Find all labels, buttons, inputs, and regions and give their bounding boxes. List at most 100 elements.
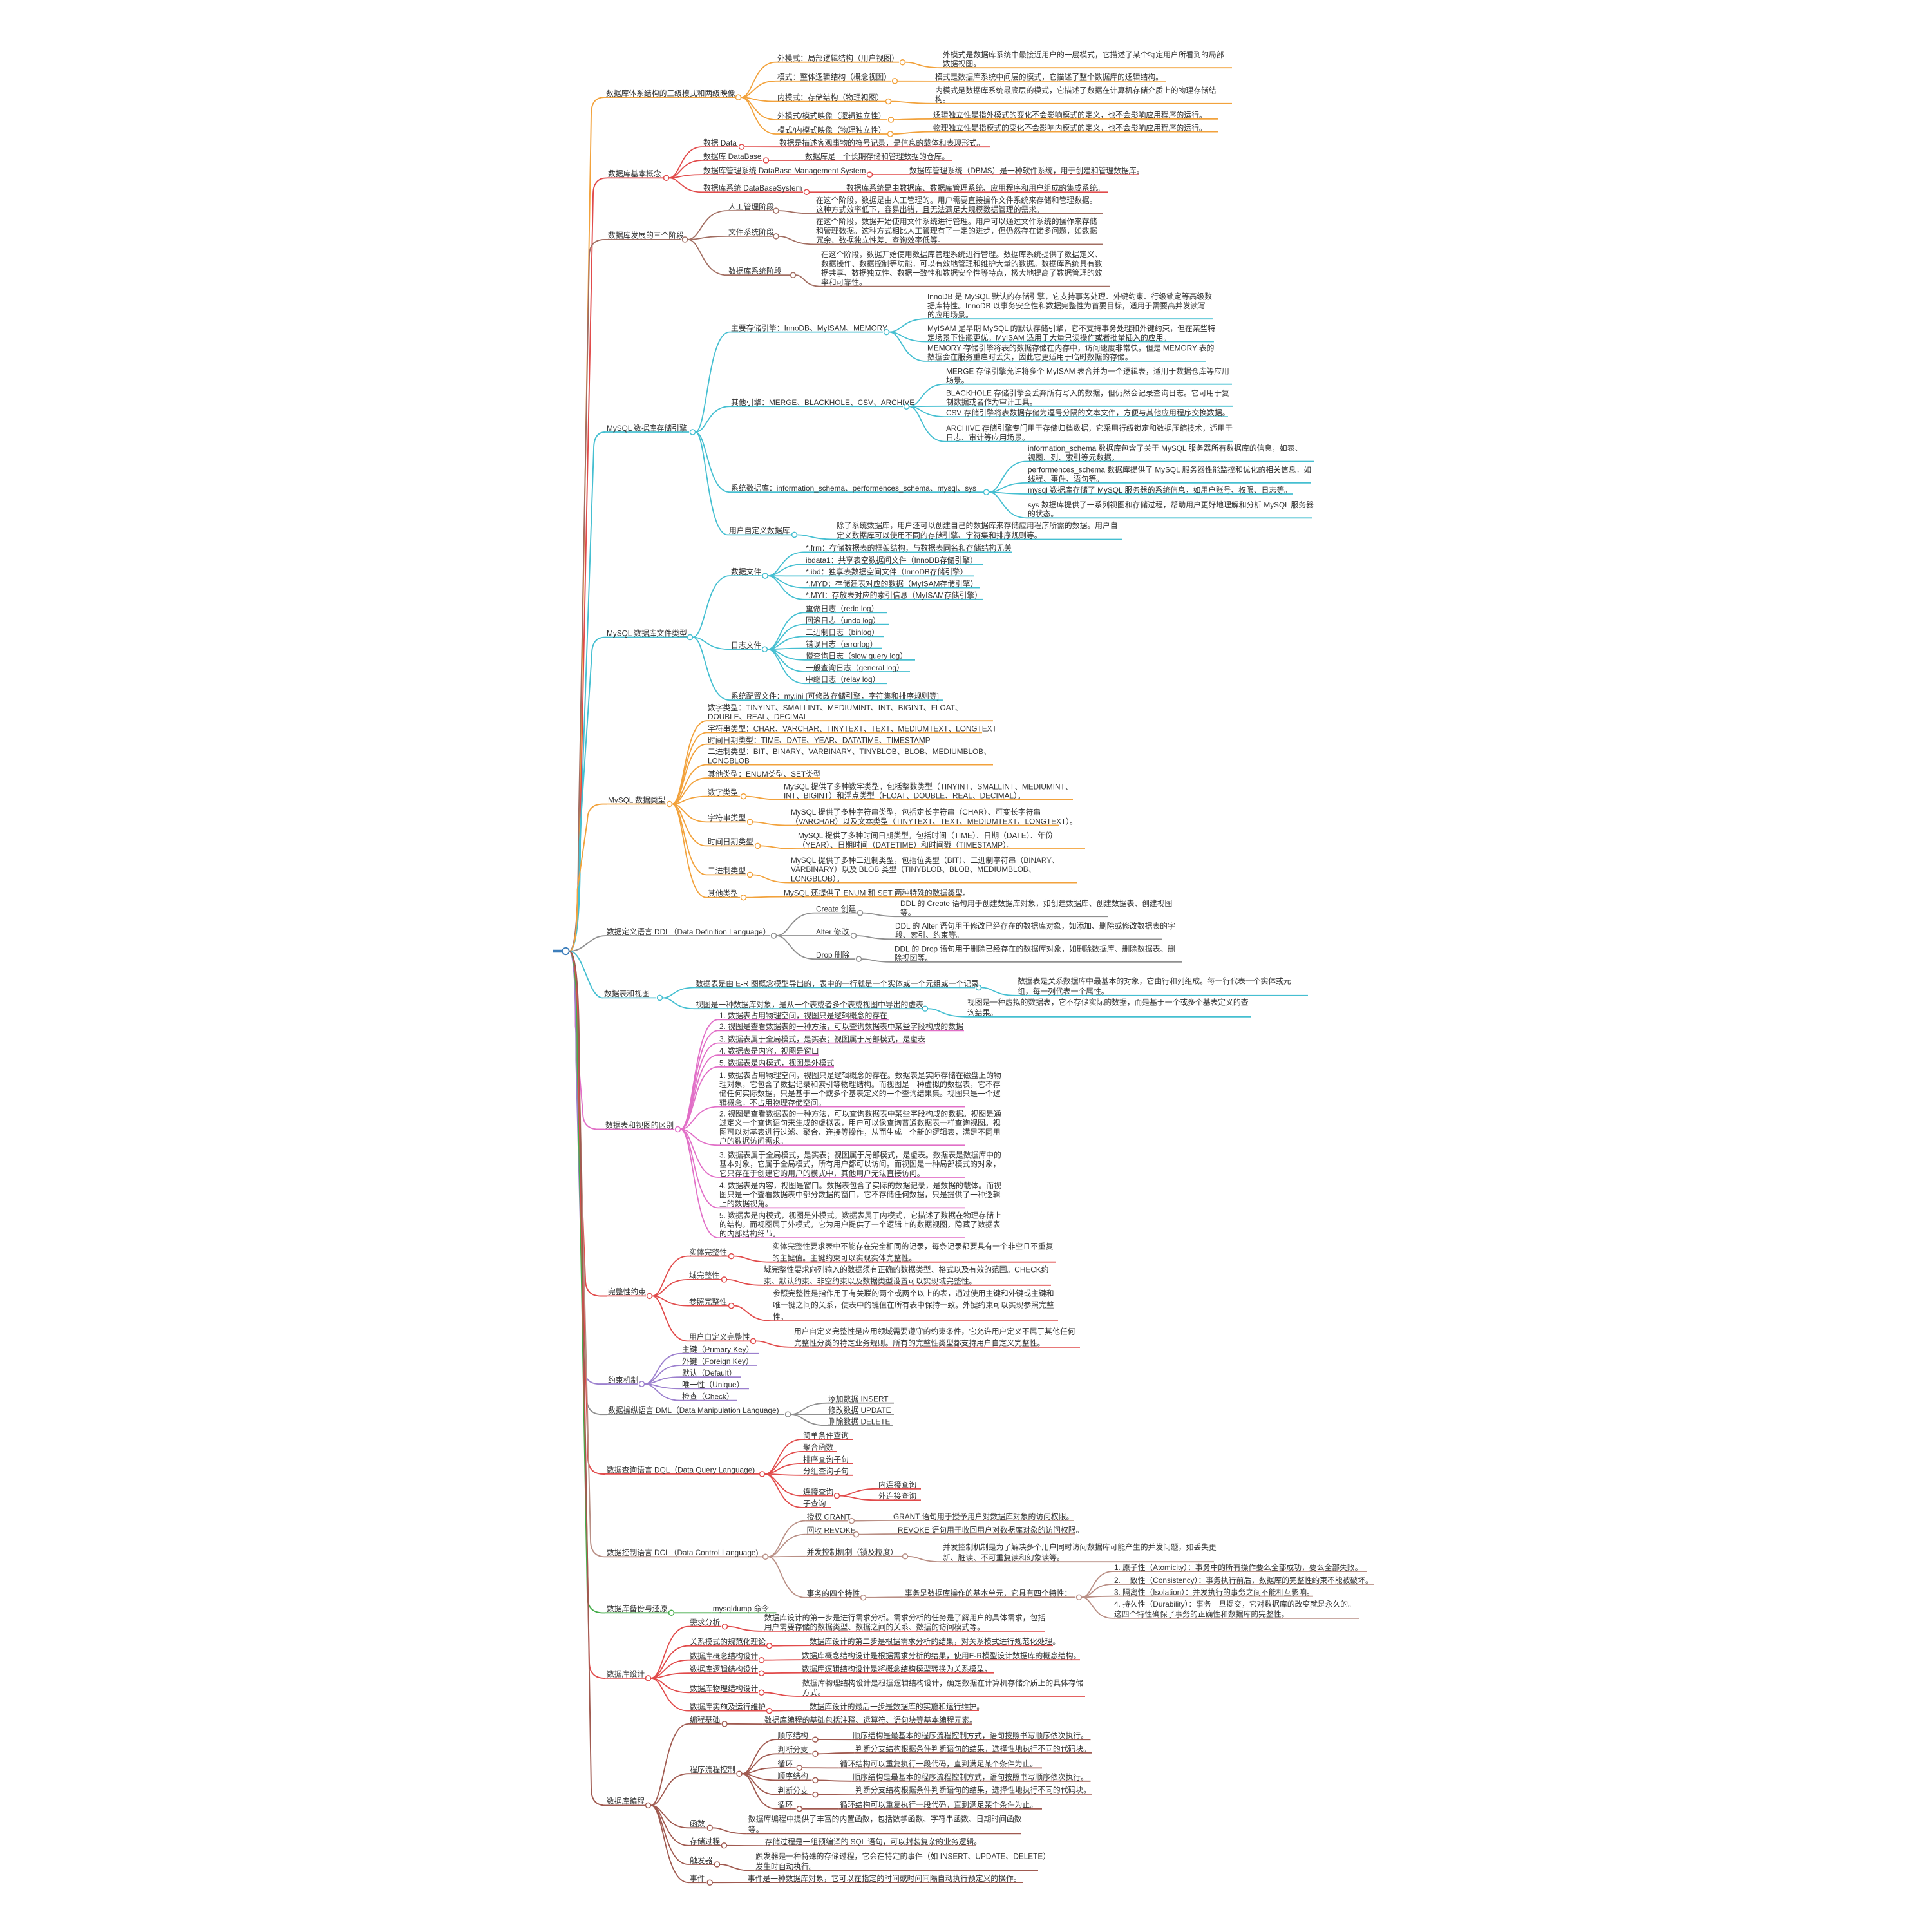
svg-text:*.frm：存储数据表的框架结构，与数据表同名和存储结构无关: *.frm：存储数据表的框架结构，与数据表同名和存储结构无关 xyxy=(806,544,1012,553)
svg-text:MySQL 提供了多种字符串类型，包括定长字符串（CHAR）: MySQL 提供了多种字符串类型，包括定长字符串（CHAR）、可变长字符串 xyxy=(791,808,1041,817)
svg-text:性。: 性。 xyxy=(773,1312,788,1321)
svg-text:域完整性: 域完整性 xyxy=(689,1271,719,1280)
svg-text:段、索引、约束等。: 段、索引、约束等。 xyxy=(895,931,963,940)
svg-text:逻辑独立性是指外模式的变化不会影响模式的定义，也不会影响应用: 逻辑独立性是指外模式的变化不会影响模式的定义，也不会影响应用程序的运行。 xyxy=(933,111,1207,120)
svg-text:数据库物理结构设计是根据逻辑结构设计，确定数据在计算机存储介: 数据库物理结构设计是根据逻辑结构设计，确定数据在计算机存储介质上的具体存储 xyxy=(802,1679,1084,1688)
svg-text:数据是描述客观事物的符号记录，是信息的载体和表现形式。: 数据是描述客观事物的符号记录，是信息的载体和表现形式。 xyxy=(779,138,985,147)
svg-text:等。: 等。 xyxy=(748,1825,764,1834)
svg-text:这种方式效率低下，容易出错，且无法满足大规模数据管理的需求。: 这种方式效率低下，容易出错，且无法满足大规模数据管理的需求。 xyxy=(816,205,1044,214)
svg-text:的主键值。主键约束可以实现实体完整性。: 的主键值。主键约束可以实现实体完整性。 xyxy=(772,1254,916,1263)
svg-text:日志文件: 日志文件 xyxy=(731,641,761,650)
svg-text:数字类型：TINYINT、SMALLINT、MEDIUMIN: 数字类型：TINYINT、SMALLINT、MEDIUMINT、INT、BIGI… xyxy=(708,703,963,712)
svg-text:编程基础: 编程基础 xyxy=(690,1716,720,1725)
svg-text:主要存储引擎：InnoDB、MyISAM、MEMORY: 主要存储引擎：InnoDB、MyISAM、MEMORY xyxy=(731,323,887,332)
svg-text:数据操作、数据控制等功能，可以有效地管理和维护大量的数据。数: 数据操作、数据控制等功能，可以有效地管理和维护大量的数据。数据库系统具有数 xyxy=(821,259,1103,268)
svg-text:数据库基本概念: 数据库基本概念 xyxy=(608,169,661,178)
svg-text:5. 数据表是内模式，视图是外模式。数据表属于内模式，它描述: 5. 数据表是内模式，视图是外模式。数据表属于内模式，它描述了数据在物理存储上 xyxy=(719,1211,1001,1220)
svg-text:顺序结构是最基本的程序流程控制方式，语句按照书写顺序依次执行: 顺序结构是最基本的程序流程控制方式，语句按照书写顺序依次执行。 xyxy=(853,1773,1088,1782)
svg-text:数据库实施及运行维护: 数据库实施及运行维护 xyxy=(690,1702,766,1711)
svg-text:数据查询语言 DQL（Data Query Language: 数据查询语言 DQL（Data Query Language) xyxy=(607,1466,755,1475)
svg-text:重做日志（redo log）: 重做日志（redo log） xyxy=(806,604,878,613)
svg-text:数据库设计的第二步是根据需求分析的结果，对关系模式进行规范化: 数据库设计的第二步是根据需求分析的结果，对关系模式进行规范化处理。 xyxy=(810,1637,1060,1646)
svg-text:mysql 数据库存储了 MySQL 服务器的系统信息，如用: mysql 数据库存储了 MySQL 服务器的系统信息，如用户账号、权限、日志等… xyxy=(1028,486,1292,495)
svg-text:Drop 删除: Drop 删除 xyxy=(816,951,850,960)
svg-text:数据库设计: 数据库设计 xyxy=(607,1670,645,1679)
svg-text:5. 数据表是内模式，视图是外模式: 5. 数据表是内模式，视图是外模式 xyxy=(719,1059,834,1068)
svg-text:除了系统数据库，用户还可以创建自己的数据库来存储应用程序所需: 除了系统数据库，用户还可以创建自己的数据库来存储应用程序所需的数据。用户自 xyxy=(837,521,1118,530)
svg-text:事件是一种数据库对象，它可以在指定的时间或时间间隔自动执行预: 事件是一种数据库对象，它可以在指定的时间或时间间隔自动执行预定义的操作。 xyxy=(748,1874,1021,1883)
svg-text:方式。: 方式。 xyxy=(802,1688,825,1697)
svg-text:3. 隔离性（Isolation）：并发执行的事务之间不能相: 3. 隔离性（Isolation）：并发执行的事务之间不能相互影响。 xyxy=(1114,1588,1314,1597)
svg-text:数据库设计的最后一步是数据库的实施和运行维护。: 数据库设计的最后一步是数据库的实施和运行维护。 xyxy=(810,1702,984,1711)
svg-text:1. 原子性（Atomicity）：事务中的所有操作要么全部: 1. 原子性（Atomicity）：事务中的所有操作要么全部成功，要么全部失败。 xyxy=(1114,1563,1362,1572)
svg-text:（VARCHAR）以及文本类型（TINYTEXT、TEXT、: （VARCHAR）以及文本类型（TINYTEXT、TEXT、MEDIUMTEXT… xyxy=(791,817,1077,826)
svg-text:辑概念，不占用物理存储空间。: 辑概念，不占用物理存储空间。 xyxy=(719,1098,826,1107)
svg-text:事务是数据库操作的基本单元，它具有四个特性：: 事务是数据库操作的基本单元，它具有四个特性： xyxy=(905,1589,1072,1598)
svg-text:MySQL 提供了多种时间日期类型，包括时间（TIME）、日: MySQL 提供了多种时间日期类型，包括时间（TIME）、日期（DATE）、年份 xyxy=(798,831,1053,840)
svg-text:率和可靠性。: 率和可靠性。 xyxy=(821,278,867,287)
svg-text:MySQL 提供了多种数字类型，包括整数类型（TINYINT: MySQL 提供了多种数字类型，包括整数类型（TINYINT、SMALLINT、… xyxy=(784,782,1073,791)
svg-text:内模式是数据库系统最底层的模式，它描述了数据在计算机存储介质: 内模式是数据库系统最底层的模式，它描述了数据在计算机存储介质上的物理存储结 xyxy=(935,86,1217,95)
svg-text:数据表是关系数据库中最基本的对象，它由行和列组成。每一行代表: 数据表是关系数据库中最基本的对象，它由行和列组成。每一行代表一个实体或元 xyxy=(1018,976,1291,985)
svg-text:数据库 DataBase: 数据库 DataBase xyxy=(703,152,762,161)
svg-text:数据视图。: 数据视图。 xyxy=(943,59,981,68)
svg-text:内模式：存储结构（物理视图）: 内模式：存储结构（物理视图） xyxy=(777,93,884,102)
svg-text:数据库逻辑结构设计是将概念结构模型转换为关系模型。: 数据库逻辑结构设计是将概念结构模型转换为关系模型。 xyxy=(802,1665,992,1674)
svg-text:子查询: 子查询 xyxy=(803,1499,826,1508)
svg-text:在这个阶段，数据开始使用数据库管理系统进行管理。数据库系统提: 在这个阶段，数据开始使用数据库管理系统进行管理。数据库系统提供了数据定义、 xyxy=(821,250,1103,259)
svg-text:场景。: 场景。 xyxy=(946,376,969,385)
svg-text:简单条件查询: 简单条件查询 xyxy=(803,1431,849,1440)
svg-text:物理独立性是指模式的变化不会影响内模式的定义，也不会影响应用: 物理独立性是指模式的变化不会影响内模式的定义，也不会影响应用程序的运行。 xyxy=(933,123,1207,132)
svg-text:数据库系统阶段: 数据库系统阶段 xyxy=(728,267,782,276)
svg-text:字符串类型：CHAR、VARCHAR、TINYTEXT、TE: 字符串类型：CHAR、VARCHAR、TINYTEXT、TEXT、MEDIUMT… xyxy=(708,724,997,733)
svg-text:触发器: 触发器 xyxy=(690,1856,713,1865)
svg-text:关系模式的规范化理论: 关系模式的规范化理论 xyxy=(690,1638,766,1647)
svg-text:图可以对基表进行过滤、聚合、连接等操作，从而生成一个新的逻辑: 图可以对基表进行过滤、聚合、连接等操作，从而生成一个新的逻辑表，满足不同用 xyxy=(719,1128,1001,1137)
svg-text:在这个阶段，数据是由人工管理的。用户需要直接操作文件系统来存: 在这个阶段，数据是由人工管理的。用户需要直接操作文件系统来存储和管理数据。 xyxy=(816,196,1097,205)
svg-text:默认（Default）: 默认（Default） xyxy=(682,1368,737,1378)
svg-text:程序流程控制: 程序流程控制 xyxy=(690,1765,735,1774)
svg-text:Alter 修改: Alter 修改 xyxy=(816,927,849,936)
svg-text:数据操纵语言 DML（Data Manipulation L: 数据操纵语言 DML（Data Manipulation Language) xyxy=(608,1406,779,1415)
svg-text:束、默认约束、非空约束以及数据类型设置可以实现域完整性。: 束、默认约束、非空约束以及数据类型设置可以实现域完整性。 xyxy=(764,1277,976,1286)
svg-text:数据会在服务重启时丢失，因此它更适用于临时数据的存储。: 数据会在服务重启时丢失，因此它更适用于临时数据的存储。 xyxy=(927,353,1133,362)
svg-text:数据 Data: 数据 Data xyxy=(703,138,737,147)
svg-text:日志、审计等应用场景。: 日志、审计等应用场景。 xyxy=(946,433,1030,442)
svg-text:它只存在于创建它的用户的模式中，其他用户无法直接访问。: 它只存在于创建它的用户的模式中，其他用户无法直接访问。 xyxy=(719,1169,925,1178)
svg-text:循环结构可以重复执行一段代码，直到满足某个条件为止。: 循环结构可以重复执行一段代码，直到满足某个条件为止。 xyxy=(840,1759,1037,1768)
svg-text:数据库系统 DataBaseSystem: 数据库系统 DataBaseSystem xyxy=(703,184,802,193)
svg-text:二进制类型：BIT、BINARY、VARBINARY、TIN: 二进制类型：BIT、BINARY、VARBINARY、TINYBLOB、BLOB… xyxy=(708,747,991,756)
svg-text:CSV 存储引擎将表数据存储为逗号分隔的文本文件，方便与其他: CSV 存储引擎将表数据存储为逗号分隔的文本文件，方便与其他应用程序交换数据。 xyxy=(946,408,1229,417)
svg-text:唯一键之间的关系，使表中的键值在所有表中保持一致。外键约束可: 唯一键之间的关系，使表中的键值在所有表中保持一致。外键约束可以实现参照完整 xyxy=(773,1301,1054,1310)
svg-text:数据库体系结构的三级模式和两级映像: 数据库体系结构的三级模式和两级映像 xyxy=(606,89,735,98)
svg-text:判断分支: 判断分支 xyxy=(778,1786,808,1795)
svg-text:数据库编程中提供了丰富的内置函数，包括数学函数、字符串函数、: 数据库编程中提供了丰富的内置函数，包括数学函数、字符串函数、日期时间函数 xyxy=(748,1815,1022,1824)
svg-text:INT、BIGINT）和浮点类型（FLOAT、DOUBLE、: INT、BIGINT）和浮点类型（FLOAT、DOUBLE、REAL、DECIM… xyxy=(784,791,1025,800)
svg-text:基本对象，它属于全局模式，所有用户都可以访问。而视图是一种局: 基本对象，它属于全局模式，所有用户都可以访问。而视图是一种局部模式的对象， xyxy=(719,1160,1001,1169)
svg-text:DDL 的 Create 语句用于创建数据库对象，如创建数据: DDL 的 Create 语句用于创建数据库对象，如创建数据库、创建数据表、创建… xyxy=(900,899,1172,908)
svg-text:图只是一个查看数据表中部分数据的窗口，它不存储任何数据，只是: 图只是一个查看数据表中部分数据的窗口，它不存储任何数据，只是提供了一种逻辑 xyxy=(719,1190,1001,1199)
svg-text:事件: 事件 xyxy=(690,1874,705,1883)
svg-text:的状态。: 的状态。 xyxy=(1028,509,1058,518)
svg-text:其他类型：ENUM类型、SET类型: 其他类型：ENUM类型、SET类型 xyxy=(708,770,821,779)
svg-text:数据库发展的三个阶段: 数据库发展的三个阶段 xyxy=(608,231,684,240)
svg-text:information_schema 数据库包含了关于 My: information_schema 数据库包含了关于 MySQL 服务器所有数… xyxy=(1028,444,1302,453)
svg-text:数据库设计的第一步是进行需求分析。需求分析的任务是了解用户的: 数据库设计的第一步是进行需求分析。需求分析的任务是了解用户的具体需求，包括 xyxy=(764,1613,1046,1622)
svg-text:BLACKHOLE 存储引擎会丢弃所有写入的数据，但仍然会记: BLACKHOLE 存储引擎会丢弃所有写入的数据，但仍然会记录查询日志。它可用于… xyxy=(946,388,1229,397)
svg-text:MySQL 数据类型: MySQL 数据类型 xyxy=(608,795,666,804)
svg-text:并发控制机制是为了解决多个用户同时访问数据库可能产生的并发问: 并发控制机制是为了解决多个用户同时访问数据库可能产生的并发问题，如丢失更 xyxy=(943,1543,1217,1552)
svg-text:视图是一种数据库对象，是从一个表或者多个表或视图中导出的虚表: 视图是一种数据库对象，是从一个表或者多个表或视图中导出的虚表 xyxy=(696,1000,923,1009)
svg-text:存储过程: 存储过程 xyxy=(690,1837,720,1846)
svg-text:错误日志（errorlog）: 错误日志（errorlog） xyxy=(806,639,877,649)
svg-text:模式/内模式映像（物理独立性）: 模式/内模式映像（物理独立性） xyxy=(777,126,886,135)
svg-text:循环结构可以重复执行一段代码，直到满足某个条件为止。: 循环结构可以重复执行一段代码，直到满足某个条件为止。 xyxy=(840,1801,1037,1810)
svg-text:上的数据视角。: 上的数据视角。 xyxy=(719,1199,773,1208)
svg-text:外键（Foreign Key）: 外键（Foreign Key） xyxy=(682,1357,753,1366)
svg-text:MySQL 提供了多种二进制类型，包括位类型（BIT）、二进: MySQL 提供了多种二进制类型，包括位类型（BIT）、二进制字符串（BINAR… xyxy=(791,856,1059,865)
svg-text:数据库逻辑结构设计: 数据库逻辑结构设计 xyxy=(690,1665,758,1674)
svg-text:判断分支结构根据条件判断语句的结果，选择性地执行不同的代码块: 判断分支结构根据条件判断语句的结果，选择性地执行不同的代码块。 xyxy=(855,1786,1091,1795)
svg-text:REVOKE 语句用于收回用户对数据库对象的访问权限。: REVOKE 语句用于收回用户对数据库对象的访问权限。 xyxy=(898,1526,1083,1535)
svg-text:MyISAM 是早期 MySQL 的默认存储引擎，它不支持事: MyISAM 是早期 MySQL 的默认存储引擎，它不支持事务处理和外键约束，但… xyxy=(927,324,1215,333)
svg-text:聚合函数: 聚合函数 xyxy=(803,1443,833,1452)
svg-text:慢查询日志（slow query log）: 慢查询日志（slow query log） xyxy=(806,652,907,661)
